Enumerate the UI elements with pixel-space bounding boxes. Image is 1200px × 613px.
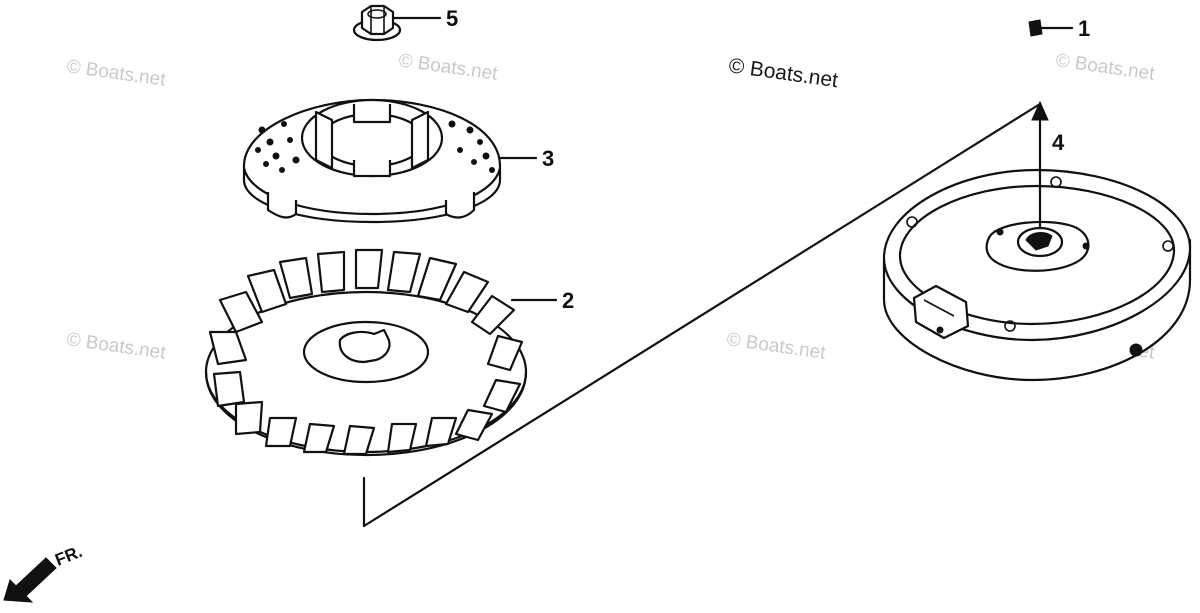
front-direction-indicator: FR.: [3, 542, 85, 603]
assembly-guide-lines: [362, 102, 1042, 528]
callout-part-4: 4: [1052, 130, 1065, 155]
front-label: FR.: [52, 542, 85, 570]
fan-blades: [208, 248, 524, 456]
callout-part-3: 3: [542, 146, 554, 171]
front-arrow-icon: [3, 557, 57, 603]
callout-part-5: 5: [446, 6, 458, 31]
watermark-top-left: © Boats.net: [65, 56, 167, 91]
callout-part-2: 2: [562, 288, 574, 313]
watermark-mid-right: © Boats.net: [725, 329, 827, 364]
starter-pulley-part-3: [242, 98, 538, 224]
flywheel-part-4: [882, 100, 1192, 382]
watermark-top-center: © Boats.net: [397, 50, 499, 85]
woodruff-key-part-1: [1028, 19, 1074, 37]
callout-part-1: 1: [1078, 16, 1090, 41]
pulley-rivet-dots: [255, 120, 495, 173]
cooling-fan-part-2: [204, 248, 558, 457]
watermark-mid-left: © Boats.net: [65, 329, 167, 364]
flange-nut-part-5: [352, 4, 442, 42]
watermark-main: © Boats.net: [727, 54, 839, 92]
watermark-top-right: © Boats.net: [1054, 50, 1156, 85]
